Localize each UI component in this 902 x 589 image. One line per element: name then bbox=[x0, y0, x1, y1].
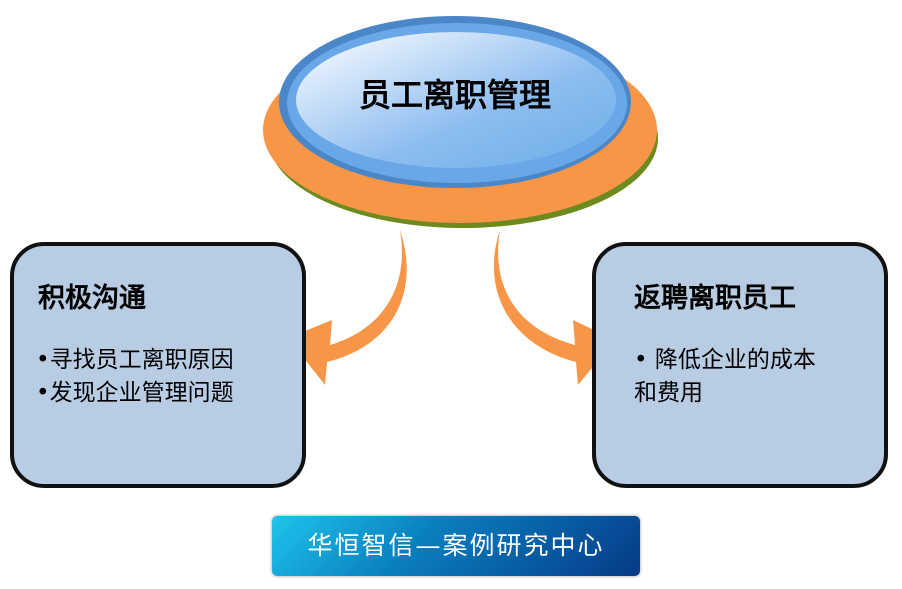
left-box-item: •发现企业管理问题 bbox=[36, 380, 234, 406]
left-box: 积极沟通 •寻找员工离职原因 •发现企业管理问题 bbox=[10, 242, 306, 488]
right-box-heading: 返聘离职员工 bbox=[634, 283, 796, 314]
right-box-item: 和费用 bbox=[634, 380, 703, 406]
left-arrow bbox=[288, 230, 407, 385]
right-box-item: • 降低企业的成本 bbox=[634, 347, 816, 373]
footer-banner: 华恒智信—案例研究中心 bbox=[272, 516, 640, 576]
right-box: 返聘离职员工 • 降低企业的成本 和费用 bbox=[592, 242, 888, 488]
right-arrow bbox=[493, 230, 615, 385]
left-box-heading: 积极沟通 bbox=[38, 283, 146, 314]
center-ellipse-face bbox=[296, 32, 616, 168]
left-box-item: •寻找员工离职原因 bbox=[36, 347, 234, 373]
center-title: 员工离职管理 bbox=[358, 76, 551, 114]
